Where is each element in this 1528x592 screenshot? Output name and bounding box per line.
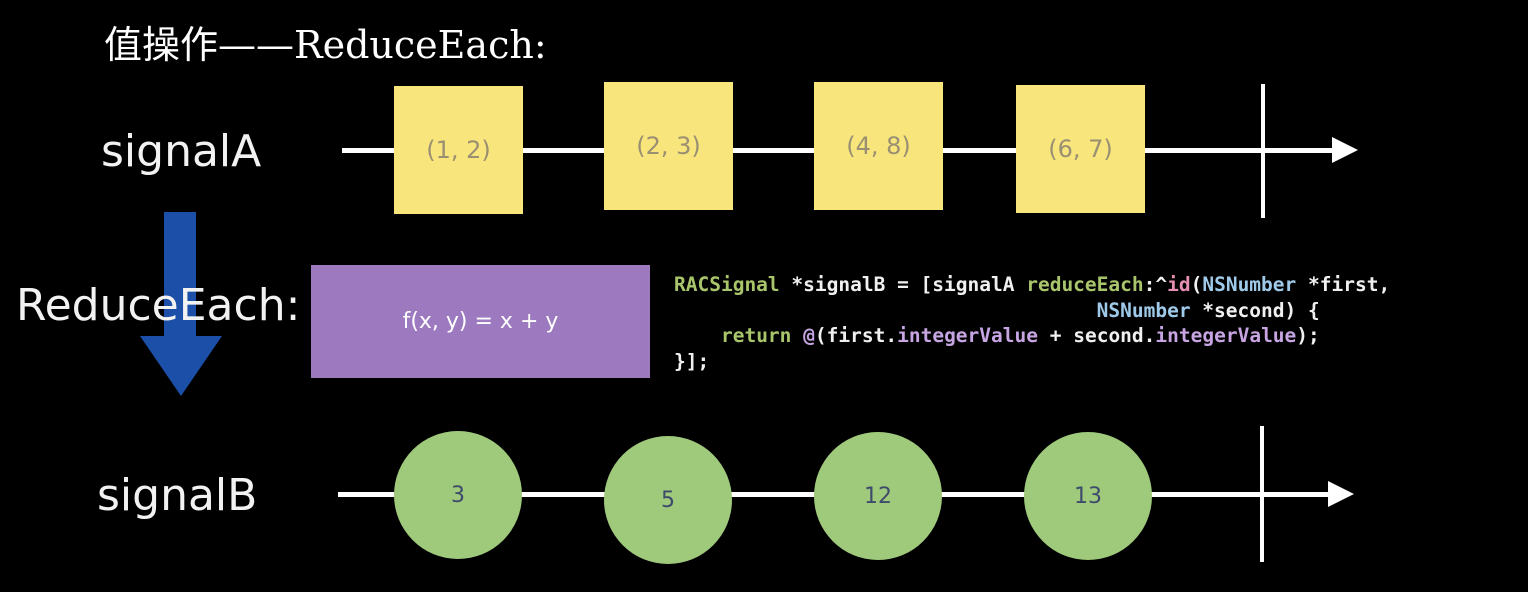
code-token: reduceEach [1026,273,1144,296]
function-box: f(x, y) = x + y [311,265,650,378]
code-token: ( [1190,273,1203,296]
code-token: RACSignal [674,273,780,296]
signal-b-value-circle: 12 [814,432,942,560]
code-token: return [720,324,792,347]
code-token: NSNumber [1096,298,1191,322]
signal-a-label: signalA [101,126,262,177]
code-token: :^ [1143,273,1168,296]
signal-b-value-circle: 5 [604,436,732,564]
signal-a-value-box: (2, 3) [604,82,733,210]
code-token: *first, [1296,273,1391,296]
signal-b-value-circle: 13 [1024,432,1152,560]
code-token: *signalB = [signalA [779,273,1027,296]
signal-b-completion-marker [1260,426,1264,562]
signal-a-value-box: (1, 2) [394,86,523,214]
code-token: integerValue [1155,324,1297,347]
code-token: id [1167,273,1191,296]
code-snippet: RACSignal *signalB = [signalA reduceEach… [674,272,1390,374]
code-token: @ [803,324,815,347]
signal-a-completion-marker [1261,84,1265,218]
operator-label: ReduceEach: [16,280,301,331]
code-token: + second. [1038,324,1156,347]
signal-b-arrowhead-icon [1328,481,1354,507]
code-token: *second) { [1190,298,1320,322]
code-token: integerValue [897,324,1038,347]
signal-b-value-circle: 3 [394,431,522,559]
signal-a-value-box: (6, 7) [1016,85,1145,213]
page-title: 值操作——ReduceEach: [104,23,547,67]
code-token [791,324,803,347]
down-arrow-icon [140,212,222,396]
signal-a-value-box: (4, 8) [814,82,943,210]
code-token: }]; [674,349,710,373]
code-token: NSNumber [1202,273,1297,296]
signal-a-arrowhead-icon [1332,137,1358,163]
code-token [674,299,1097,322]
code-token: ); [1296,324,1320,347]
signal-b-label: signalB [97,470,258,521]
code-token [674,324,721,347]
code-token: (first. [814,324,898,347]
